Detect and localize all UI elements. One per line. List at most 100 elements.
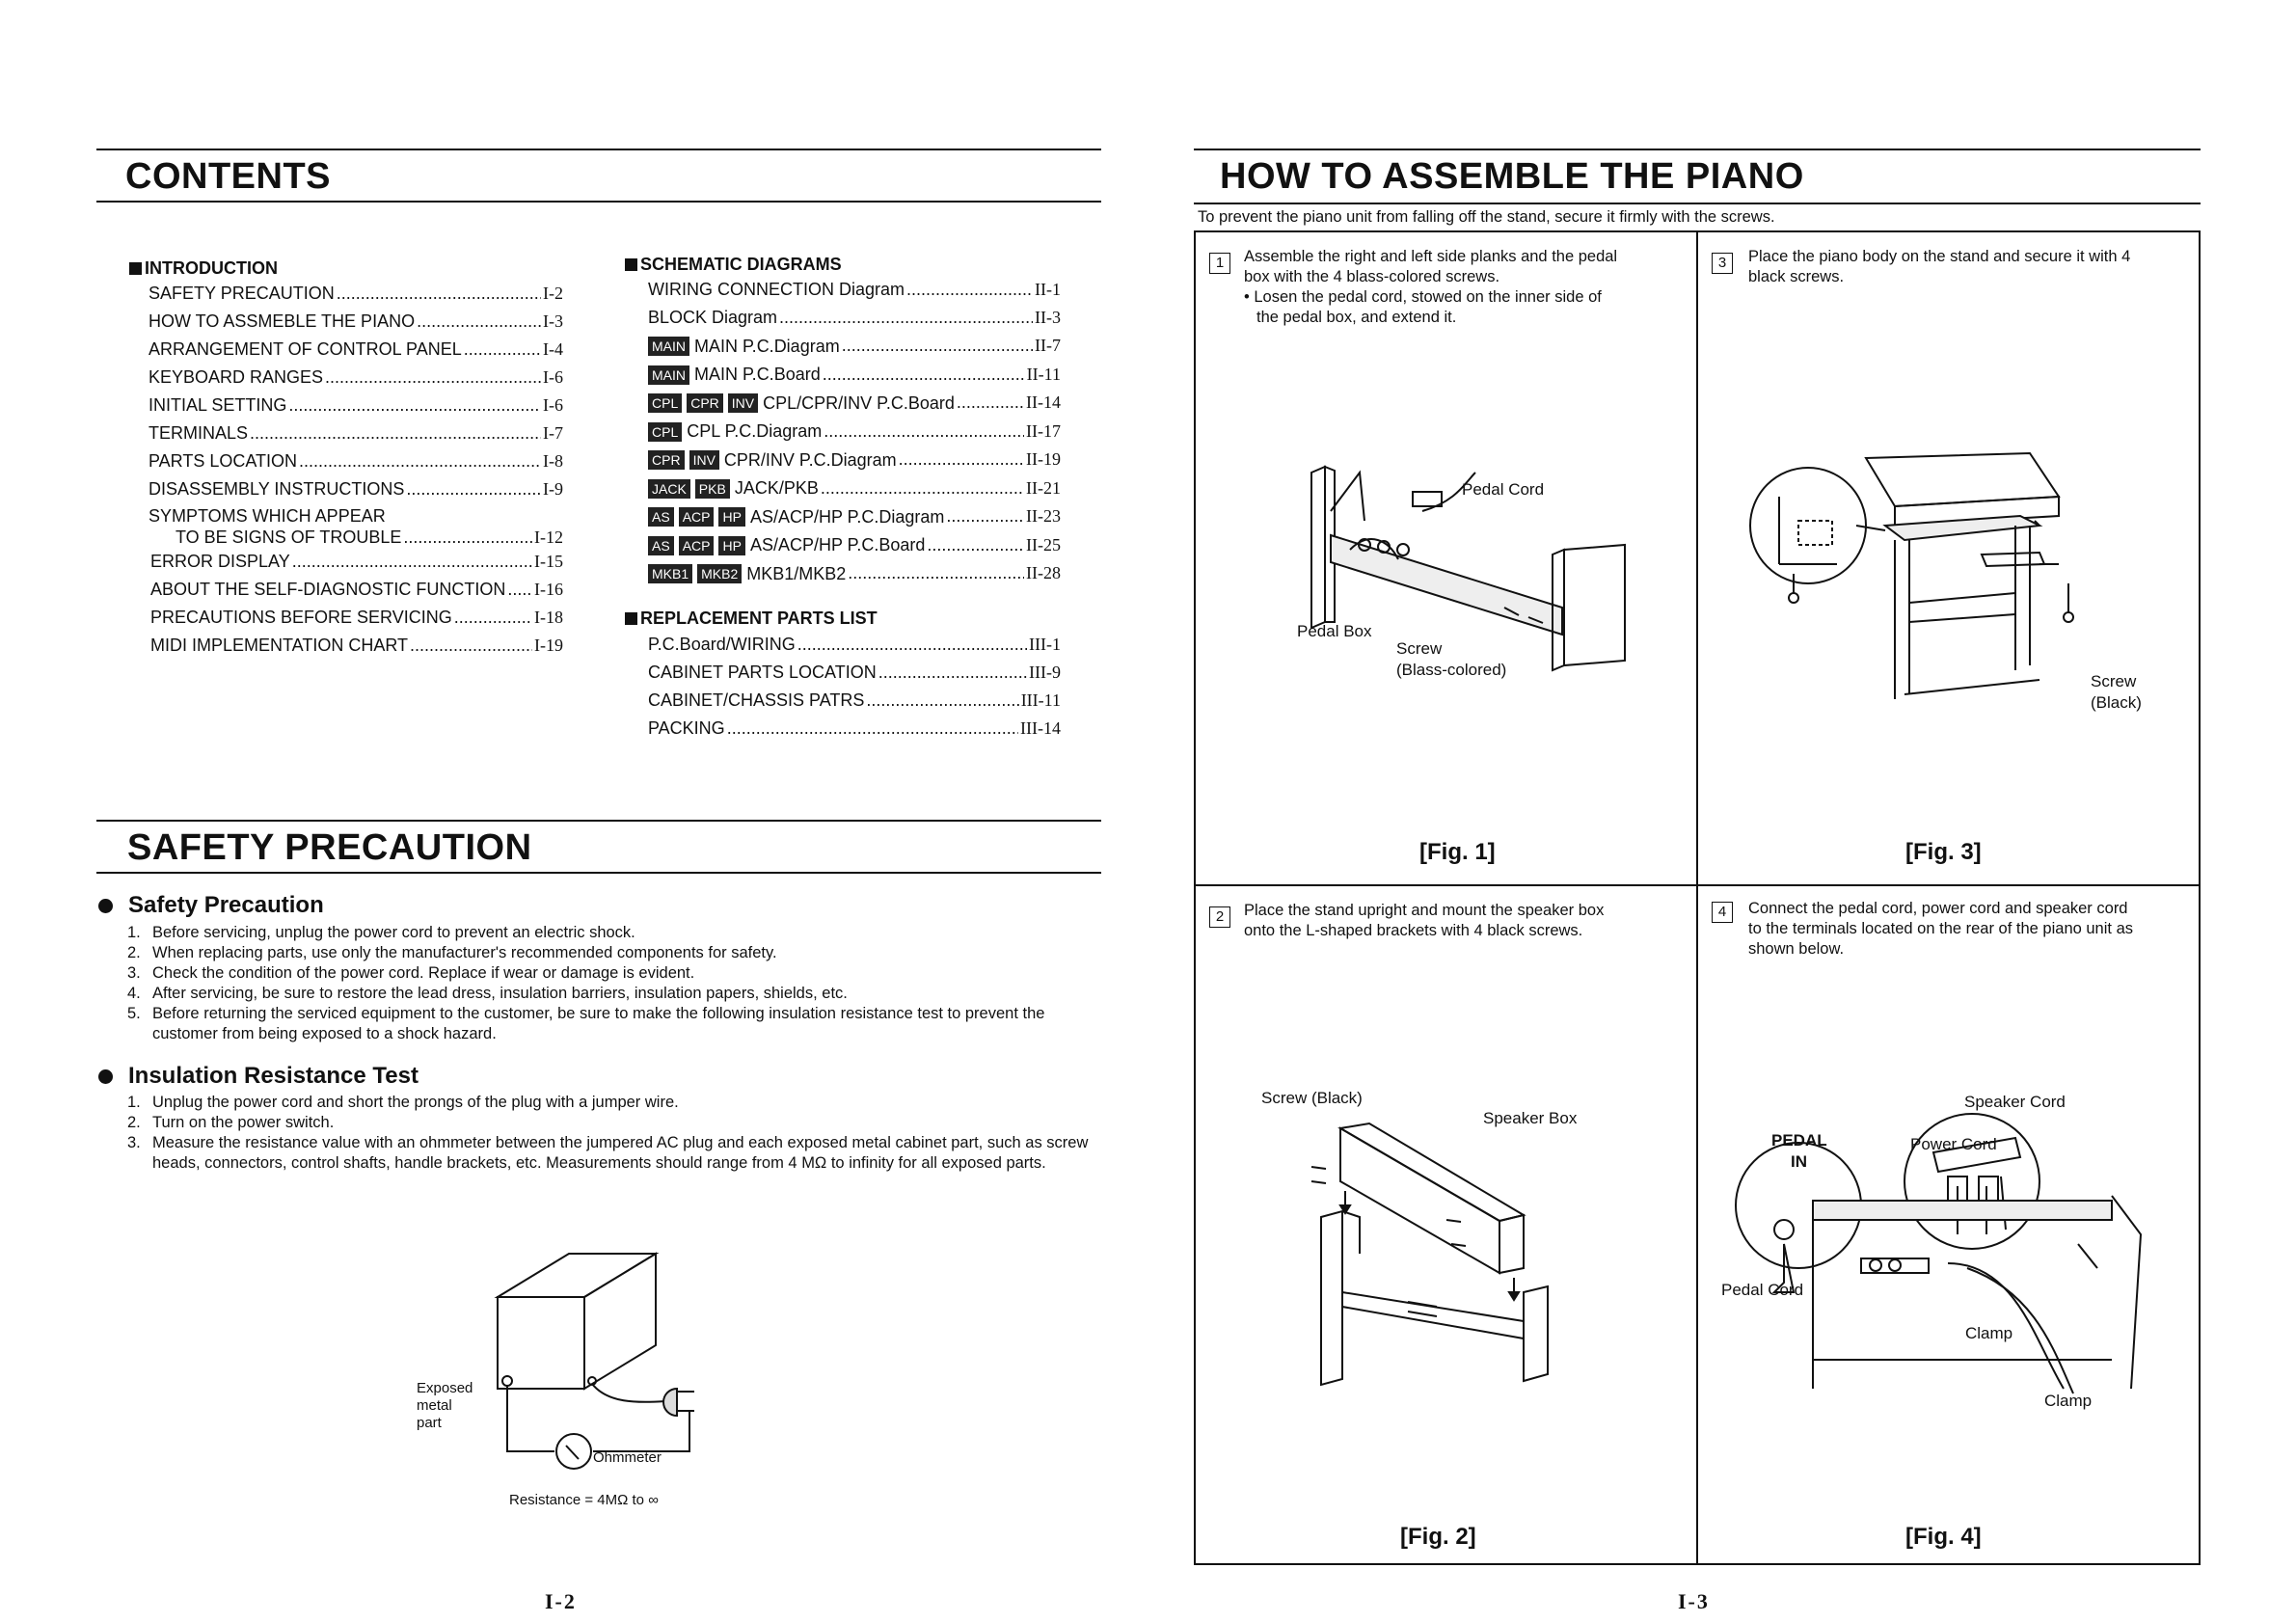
- toc-heading-introduction: INTRODUCTION: [129, 257, 563, 280]
- toc-heading-schematic: SCHEMATIC DIAGRAMS: [625, 253, 1061, 276]
- toc-item[interactable]: ARRANGEMENT OF CONTROL PANELI-4: [129, 336, 563, 364]
- toc-item[interactable]: ABOUT THE SELF-DIAGNOSTIC FUNCTION I-16: [129, 576, 563, 604]
- assemble-intro: To prevent the piano unit from falling o…: [1198, 208, 1775, 226]
- toc-item-page: III-11: [1020, 690, 1061, 710]
- toc-item[interactable]: INITIAL SETTINGI-6: [129, 392, 563, 419]
- step-number-box: 1: [1209, 253, 1230, 274]
- toc-item-label: P.C.Board/WIRING: [648, 634, 796, 654]
- list-item: 1.Unplug the power cord and short the pr…: [127, 1094, 679, 1111]
- toc-leader-dots: [406, 475, 541, 503]
- toc-item-label: ABOUT THE SELF-DIAGNOSTIC FUNCTION: [150, 580, 506, 599]
- toc-item-page: II-7: [1035, 336, 1061, 355]
- toc-item[interactable]: WIRING CONNECTION DiagramII-1: [625, 276, 1061, 304]
- step-3-text: Place the piano body on the stand and se…: [1748, 248, 2131, 285]
- toc-item[interactable]: HOW TO ASSMEBLE THE PIANOI-3: [129, 308, 563, 336]
- toc-item[interactable]: PACKINGIII-14: [625, 715, 1061, 743]
- toc-item-label: CPL P.C.Diagram: [687, 421, 823, 441]
- fig-3-illustration: [1749, 451, 2074, 699]
- safety-subheading: Safety Precaution: [98, 892, 324, 919]
- toc-leader-dots: [927, 531, 1024, 559]
- toc-item-page: I-2: [543, 284, 563, 303]
- toc-item-page: I-6: [543, 395, 563, 415]
- fig-2-illustration: [1310, 1122, 1549, 1387]
- toc-item[interactable]: PARTS LOCATIONI-8: [129, 447, 563, 475]
- toc-item-label: PARTS LOCATION: [149, 451, 298, 471]
- toc-leader-dots: [824, 418, 1024, 446]
- pedal-cord-label: Pedal Cord: [1462, 480, 1545, 499]
- screw-label: Screw: [1396, 639, 1443, 658]
- toc-item[interactable]: DISASSEMBLY INSTRUCTIONSI-9: [129, 475, 563, 503]
- square-bullet-icon: [625, 612, 637, 625]
- toc-item-label: PACKING: [648, 717, 725, 738]
- toc-item-symptoms[interactable]: SYMPTOMS WHICH APPEAR TO BE SIGNS OF TRO…: [129, 505, 563, 548]
- board-code-badge: HP: [718, 507, 745, 527]
- toc-item[interactable]: KEYBOARD RANGESI-6: [129, 364, 563, 392]
- page-number-left: I-2: [545, 1589, 577, 1613]
- toc-item-page: II-28: [1026, 563, 1061, 582]
- insulation-list: 1.Unplug the power cord and short the pr…: [127, 1093, 1103, 1174]
- blass-colored-label: (Blass-colored): [1396, 661, 1507, 679]
- toc-item[interactable]: ERROR DISPLAYI-15: [129, 548, 563, 576]
- toc-item-page: I-3: [543, 311, 563, 331]
- list-item: 2.Turn on the power switch.: [127, 1114, 335, 1131]
- toc-item-page: I-12: [534, 527, 563, 547]
- speaker-box-label: Speaker Box: [1483, 1109, 1578, 1127]
- toc-leader-dots: [403, 527, 532, 548]
- toc-leader-dots: [823, 361, 1025, 389]
- toc-item-label: AS/ACP/HP P.C.Diagram: [749, 506, 945, 527]
- toc-item-page: II-25: [1026, 534, 1061, 555]
- square-bullet-icon: [129, 261, 142, 275]
- pedal-in-label-1: PEDAL: [1771, 1131, 1827, 1150]
- toc-item-label: DISASSEMBLY INSTRUCTIONS: [149, 479, 405, 499]
- board-code-badge: ACP: [678, 535, 715, 555]
- board-code-badge: HP: [718, 535, 745, 555]
- fig-2-caption: [Fig. 2]: [1400, 1524, 1476, 1550]
- toc-leader-dots: [507, 576, 532, 604]
- board-code-badge: PKB: [694, 478, 730, 499]
- bullet-dot-icon: [98, 1068, 113, 1084]
- toc-leader-dots: [866, 687, 1018, 715]
- toc-item[interactable]: BLOCK DiagramII-3: [625, 304, 1061, 332]
- board-code-badge: CPR: [648, 450, 685, 470]
- toc-item[interactable]: CABINET PARTS LOCATIONIII-9: [625, 659, 1061, 687]
- board-code-badge: INV: [727, 393, 759, 413]
- toc-item-label: MAIN P.C.Diagram: [694, 336, 840, 356]
- toc-item-page: I-7: [543, 423, 563, 443]
- toc-item[interactable]: P.C.Board/WIRINGIII-1: [625, 631, 1061, 659]
- assemble-bottom-rule: [1194, 203, 2201, 204]
- toc-leader-dots: [906, 276, 1033, 304]
- toc-item[interactable]: SAFETY PRECAUTIONI-2: [129, 280, 563, 308]
- toc-leader-dots: [899, 446, 1024, 473]
- toc-item-label: PRECAUTIONS BEFORE SERVICING: [150, 608, 452, 627]
- toc-item[interactable]: TERMINALSI-7: [129, 419, 563, 447]
- assemble-top-rule: [1194, 149, 2201, 150]
- assemble-title: HOW TO ASSEMBLE THE PIANO: [1220, 156, 1804, 197]
- toc-leader-dots: [250, 419, 541, 447]
- toc-item-page: II-21: [1026, 477, 1061, 498]
- contents-top-rule: [96, 149, 1101, 150]
- fig-4-illustration: [1735, 1113, 2143, 1394]
- toc-leader-dots: [410, 632, 532, 660]
- toc-item[interactable]: CABINET/CHASSIS PATRSIII-11: [625, 687, 1061, 715]
- toc-item-page: I-4: [543, 339, 563, 359]
- toc-item-page: I-16: [534, 580, 563, 599]
- toc-item-label: AS/ACP/HP P.C.Board: [749, 535, 926, 555]
- toc-item[interactable]: PRECAUTIONS BEFORE SERVICINGI-18: [129, 604, 563, 632]
- toc-item-label: WIRING CONNECTION Diagram: [648, 280, 905, 299]
- board-code-badge: AS: [648, 535, 674, 555]
- toc-leader-dots: [946, 502, 1024, 530]
- list-item: 3.Measure the resistance value with an o…: [127, 1134, 1089, 1172]
- toc-item-label: MIDI IMPLEMENTATION CHART: [150, 636, 409, 655]
- toc-item[interactable]: MIDI IMPLEMENTATION CHARTI-19: [129, 632, 563, 660]
- safety-list: 1.Before servicing, unplug the power cor…: [127, 923, 1103, 1044]
